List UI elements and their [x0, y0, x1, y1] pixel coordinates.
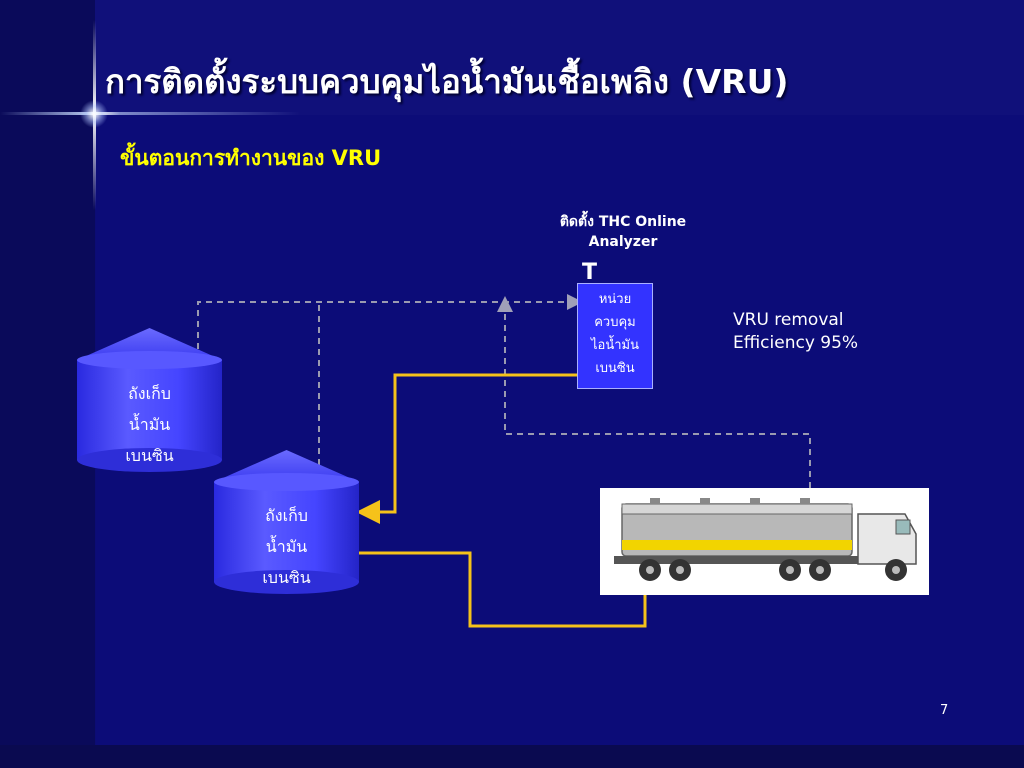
fuel-lines	[356, 373, 647, 628]
analyzer-label-line2: Analyzer	[588, 234, 658, 250]
bottom-band	[0, 745, 1024, 768]
tank-2-label: ถังเก็บ น้ำมัน เบนซิน	[214, 500, 359, 593]
vru-unit-line3: ไอน้ำมัน	[591, 338, 639, 353]
tank-2-line3: เบนซิน	[262, 568, 311, 587]
vapor-return-lines	[197, 294, 811, 488]
fuel-line-tank-to-truck	[358, 551, 647, 628]
tank-2-line1: ถังเก็บ	[265, 506, 308, 525]
vapor-line-truck	[497, 296, 811, 488]
tanker-truck-icon	[600, 488, 929, 595]
tank-1-line2: น้ำมัน	[128, 415, 171, 434]
analyzer-label: ติดตั้ง THC Online Analyzer	[520, 212, 726, 252]
efficiency-line1: VRU removal	[733, 310, 844, 330]
vru-unit-line1: หน่วย	[598, 292, 632, 307]
tank-2-line2: น้ำมัน	[265, 537, 308, 556]
tank-1-line3: เบนซิน	[125, 446, 174, 465]
tank-1-line1: ถังเก็บ	[128, 384, 171, 403]
vru-unit-line4: เบนซิน	[595, 361, 635, 376]
storage-tank-1	[77, 328, 222, 472]
vru-unit-box: หน่วย ควบคุม ไอน้ำมัน เบนซิน	[577, 283, 653, 389]
vru-unit-line2: ควบคุม	[594, 315, 636, 330]
header-band	[95, 0, 1024, 115]
fuel-line-vru-to-tank	[356, 373, 577, 524]
analyzer-marker: T	[582, 260, 598, 285]
vapor-line-top	[197, 294, 583, 360]
star-flare-horizontal	[0, 112, 300, 115]
storage-tank-2	[214, 450, 359, 594]
efficiency-line2: Efficiency 95%	[733, 333, 859, 353]
page-number: 7	[940, 703, 949, 718]
star-glow	[80, 100, 108, 128]
efficiency-note: VRU removal Efficiency 95%	[733, 309, 858, 355]
analyzer-label-line1: ติดตั้ง THC Online	[559, 214, 687, 230]
slide-title: การติดตั้งระบบควบคุมไอน้ำมันเชื้อเพลิง (…	[105, 62, 789, 101]
tank-1-label: ถังเก็บ น้ำมัน เบนซิน	[77, 378, 222, 471]
slide-subtitle: ขั้นตอนการทำงานของ VRU	[120, 146, 382, 170]
